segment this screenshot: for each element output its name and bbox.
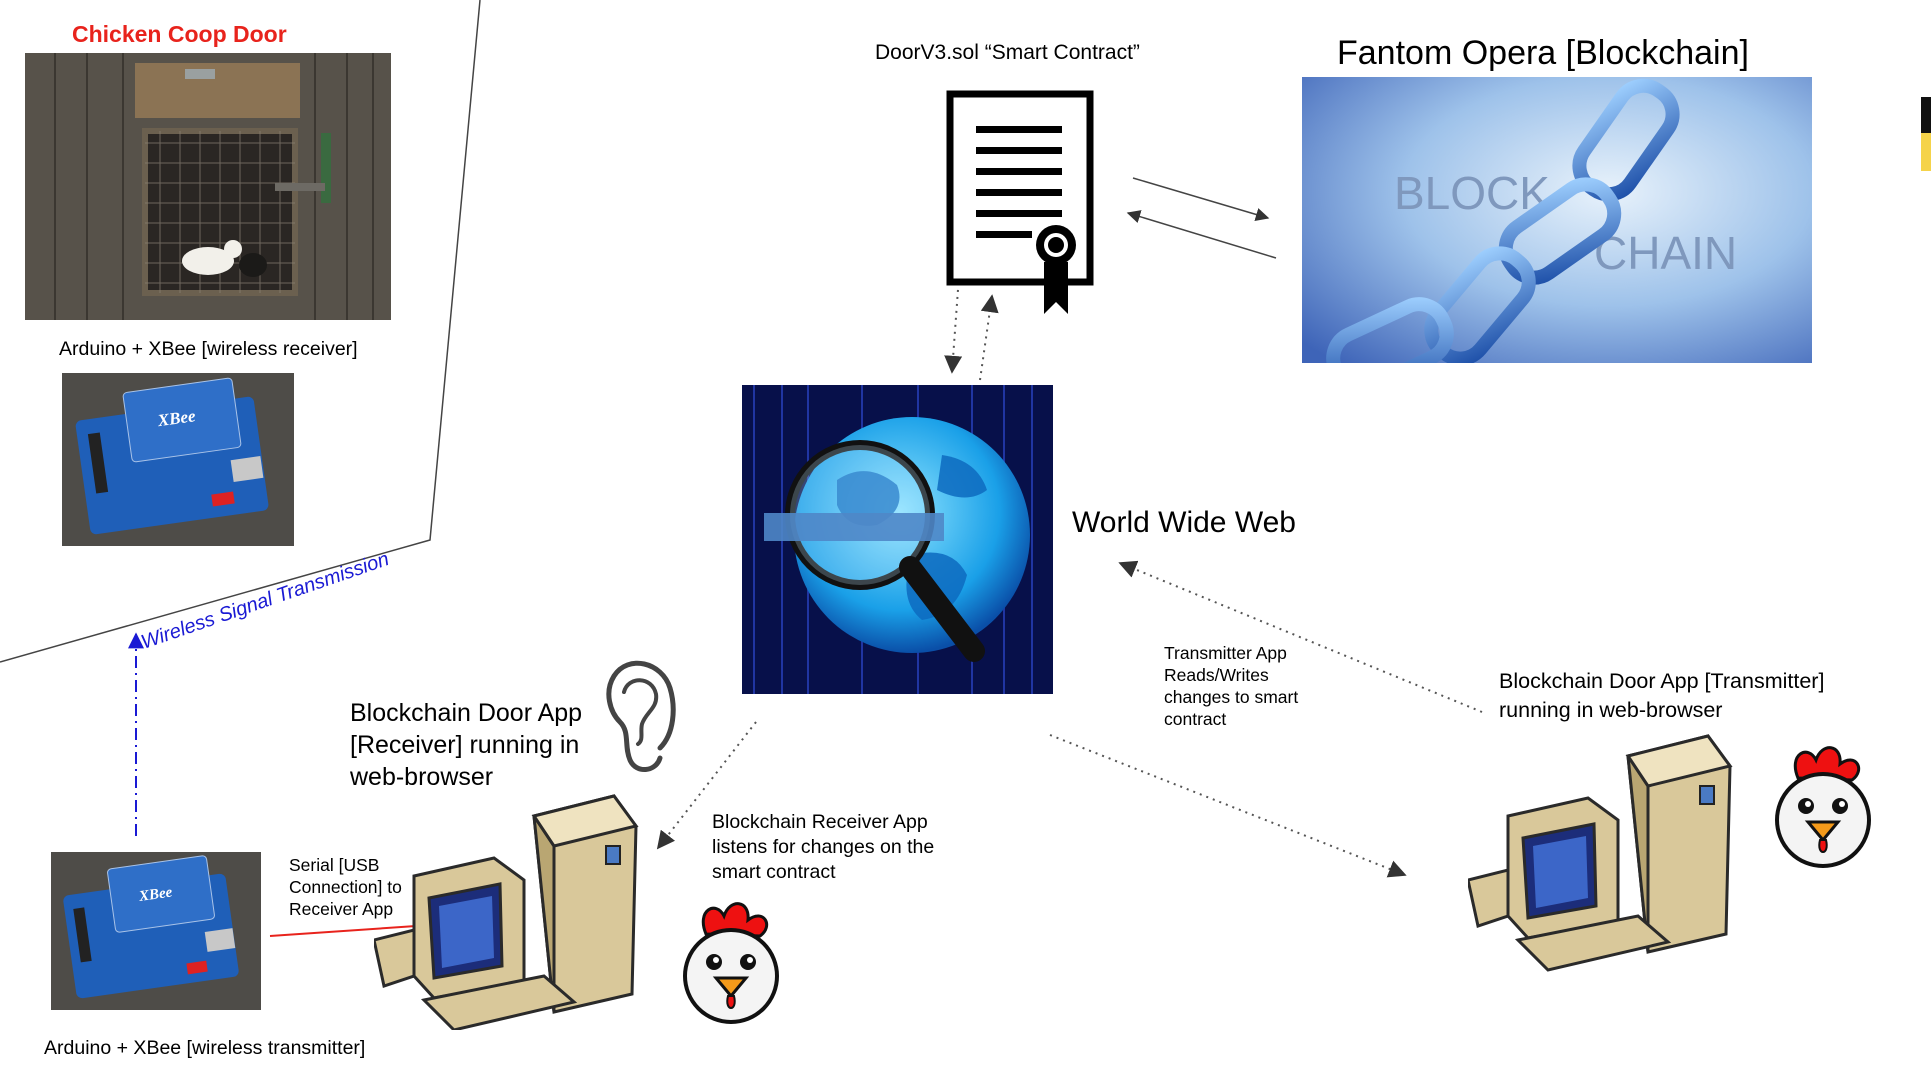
contract-document-icon bbox=[946, 90, 1094, 314]
blockchain-art-word-chain: CHAIN bbox=[1594, 227, 1737, 279]
coop-door-photo bbox=[25, 53, 391, 320]
serial-line1: Serial [USB bbox=[289, 855, 380, 875]
arrow-web-to-contract bbox=[979, 294, 999, 381]
transmitter-note-line1: Transmitter App bbox=[1164, 643, 1287, 663]
transmitter-note-line2: Reads/Writes bbox=[1164, 665, 1269, 685]
arrow-web-to-receiver bbox=[656, 721, 757, 850]
receiver-app-line1: Blockchain Door App bbox=[350, 699, 583, 727]
coop-title: Chicken Coop Door bbox=[72, 21, 287, 47]
transmitter-computer-icon bbox=[1468, 734, 1733, 972]
transmitter-board-photo: XBee bbox=[51, 852, 261, 1010]
transmitter-app-line2: running in web-browser bbox=[1499, 698, 1723, 722]
transmitter-board-caption: Arduino + XBee [wireless transmitter] bbox=[44, 1037, 366, 1059]
coop-boundary-line bbox=[0, 0, 481, 663]
arrow-contract-to-web bbox=[944, 261, 963, 374]
receiver-chicken-icon bbox=[683, 902, 779, 1024]
blockchain-art-word-block: BLOCK bbox=[1394, 167, 1550, 219]
transmitter-app-line1: Blockchain Door App [Transmitter] bbox=[1499, 669, 1825, 693]
arrow-contract-to-blockchain bbox=[1132, 177, 1270, 222]
receiver-computer-icon bbox=[374, 794, 639, 1030]
receiver-app-line2: [Receiver] running in bbox=[350, 731, 580, 759]
blockchain-image: BLOCK CHAIN bbox=[1302, 77, 1812, 363]
serial-line2: Connection] to bbox=[289, 877, 402, 897]
transmitter-chicken-icon bbox=[1775, 746, 1871, 868]
web-globe-image bbox=[742, 385, 1053, 694]
serial-connection-line bbox=[269, 925, 417, 937]
transmitter-board-xbee-text: XBee bbox=[137, 884, 174, 905]
receiver-listen-line1: Blockchain Receiver App bbox=[712, 811, 928, 833]
contract-label: DoorV3.sol “Smart Contract” bbox=[875, 41, 1140, 64]
receiver-board-caption: Arduino + XBee [wireless receiver] bbox=[59, 338, 358, 360]
receiver-listen-line2: listens for changes on the bbox=[712, 836, 935, 858]
cropped-edge-fragment bbox=[1921, 97, 1931, 177]
receiver-listen-line3: smart contract bbox=[712, 861, 836, 883]
arrow-web-to-transmitter bbox=[1049, 734, 1407, 878]
transmitter-note-line4: contract bbox=[1164, 709, 1227, 729]
receiver-board-photo: XBee bbox=[62, 373, 294, 546]
arrow-blockchain-to-contract bbox=[1126, 210, 1277, 259]
receiver-app-line3: web-browser bbox=[350, 763, 494, 791]
serial-line3: Receiver App bbox=[289, 899, 394, 919]
web-label: World Wide Web bbox=[1072, 506, 1296, 539]
blockchain-title: Fantom Opera [Blockchain] bbox=[1337, 34, 1749, 72]
ear-icon bbox=[606, 660, 676, 772]
transmitter-note-line3: changes to smart bbox=[1164, 687, 1299, 707]
